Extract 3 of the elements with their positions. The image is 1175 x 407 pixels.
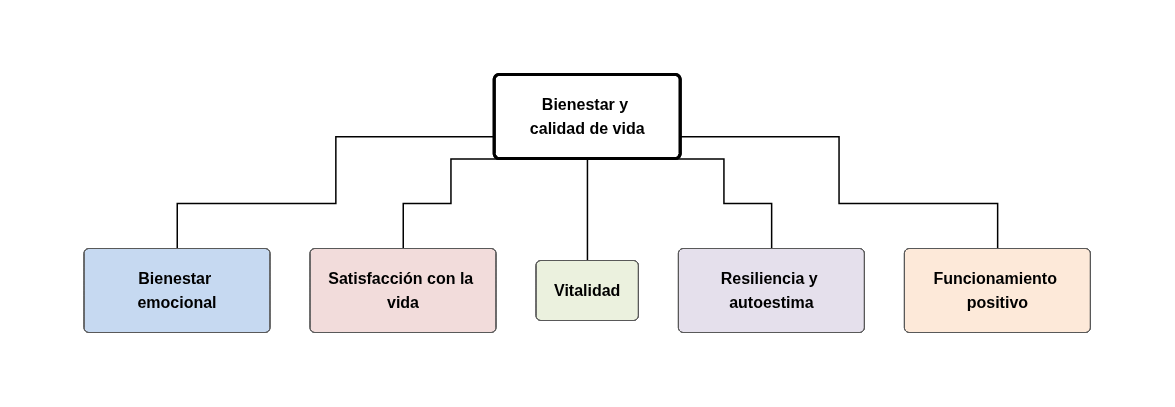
connector [680,136,999,250]
connector [676,158,773,250]
connector [587,158,589,262]
